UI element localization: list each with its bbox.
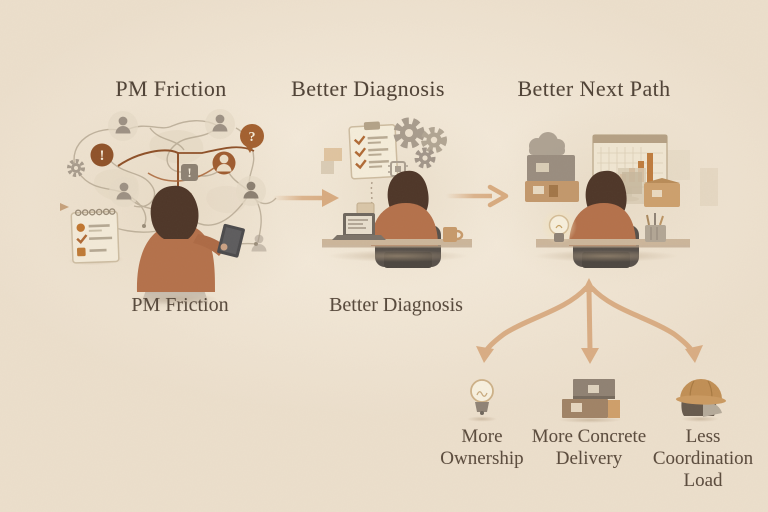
stage2-caption: Better Diagnosis bbox=[329, 294, 463, 316]
outcome3-line2: Coordination bbox=[652, 448, 754, 469]
stage1-header: PM Friction bbox=[115, 76, 227, 101]
storage-boxes-icon bbox=[525, 155, 579, 202]
svg-text:?: ? bbox=[249, 130, 256, 145]
outcome1-line2: Ownership bbox=[440, 448, 524, 469]
outcome-lightbulb-icon bbox=[467, 379, 497, 422]
stage1-caption: PM Friction bbox=[131, 294, 229, 316]
outcome1-label: More Ownership bbox=[440, 426, 523, 470]
parcel-box-icon bbox=[644, 178, 680, 207]
outcome2-line2: Delivery bbox=[555, 448, 623, 469]
stage2-header: Better Diagnosis bbox=[291, 76, 445, 101]
outcome3-label: Less Coordination Load bbox=[653, 426, 753, 492]
outcome3-line1: Less bbox=[685, 426, 721, 447]
pencil-cup-icon bbox=[645, 213, 666, 242]
notepad-checklist-icon bbox=[67, 208, 124, 266]
outcome-hard-hat-icon bbox=[676, 379, 726, 422]
wall-panel bbox=[700, 168, 718, 206]
alert-square-icon: ! bbox=[181, 164, 198, 181]
gear-icon bbox=[67, 159, 85, 177]
outcome1-line1: More bbox=[461, 426, 503, 447]
pixel-block bbox=[321, 161, 334, 174]
lightbulb-icon bbox=[541, 208, 577, 244]
svg-text:!: ! bbox=[100, 148, 105, 164]
person-question-node-icon bbox=[212, 151, 236, 175]
outcome2-label: More Concrete Delivery bbox=[532, 426, 646, 470]
outcome2-line1: More Concrete bbox=[531, 426, 647, 447]
hair bbox=[150, 185, 199, 239]
outcome3-line3: Load bbox=[683, 470, 723, 491]
pixel-block bbox=[324, 148, 342, 161]
hand bbox=[220, 243, 228, 251]
exclamation-node-icon: ! bbox=[90, 143, 114, 167]
stage3-header: Better Next Path bbox=[517, 76, 671, 101]
small-box bbox=[356, 202, 375, 215]
svg-text:!: ! bbox=[187, 165, 191, 180]
outcome-stacked-boxes-icon bbox=[558, 379, 622, 423]
branch-arrows-icon bbox=[476, 278, 703, 364]
